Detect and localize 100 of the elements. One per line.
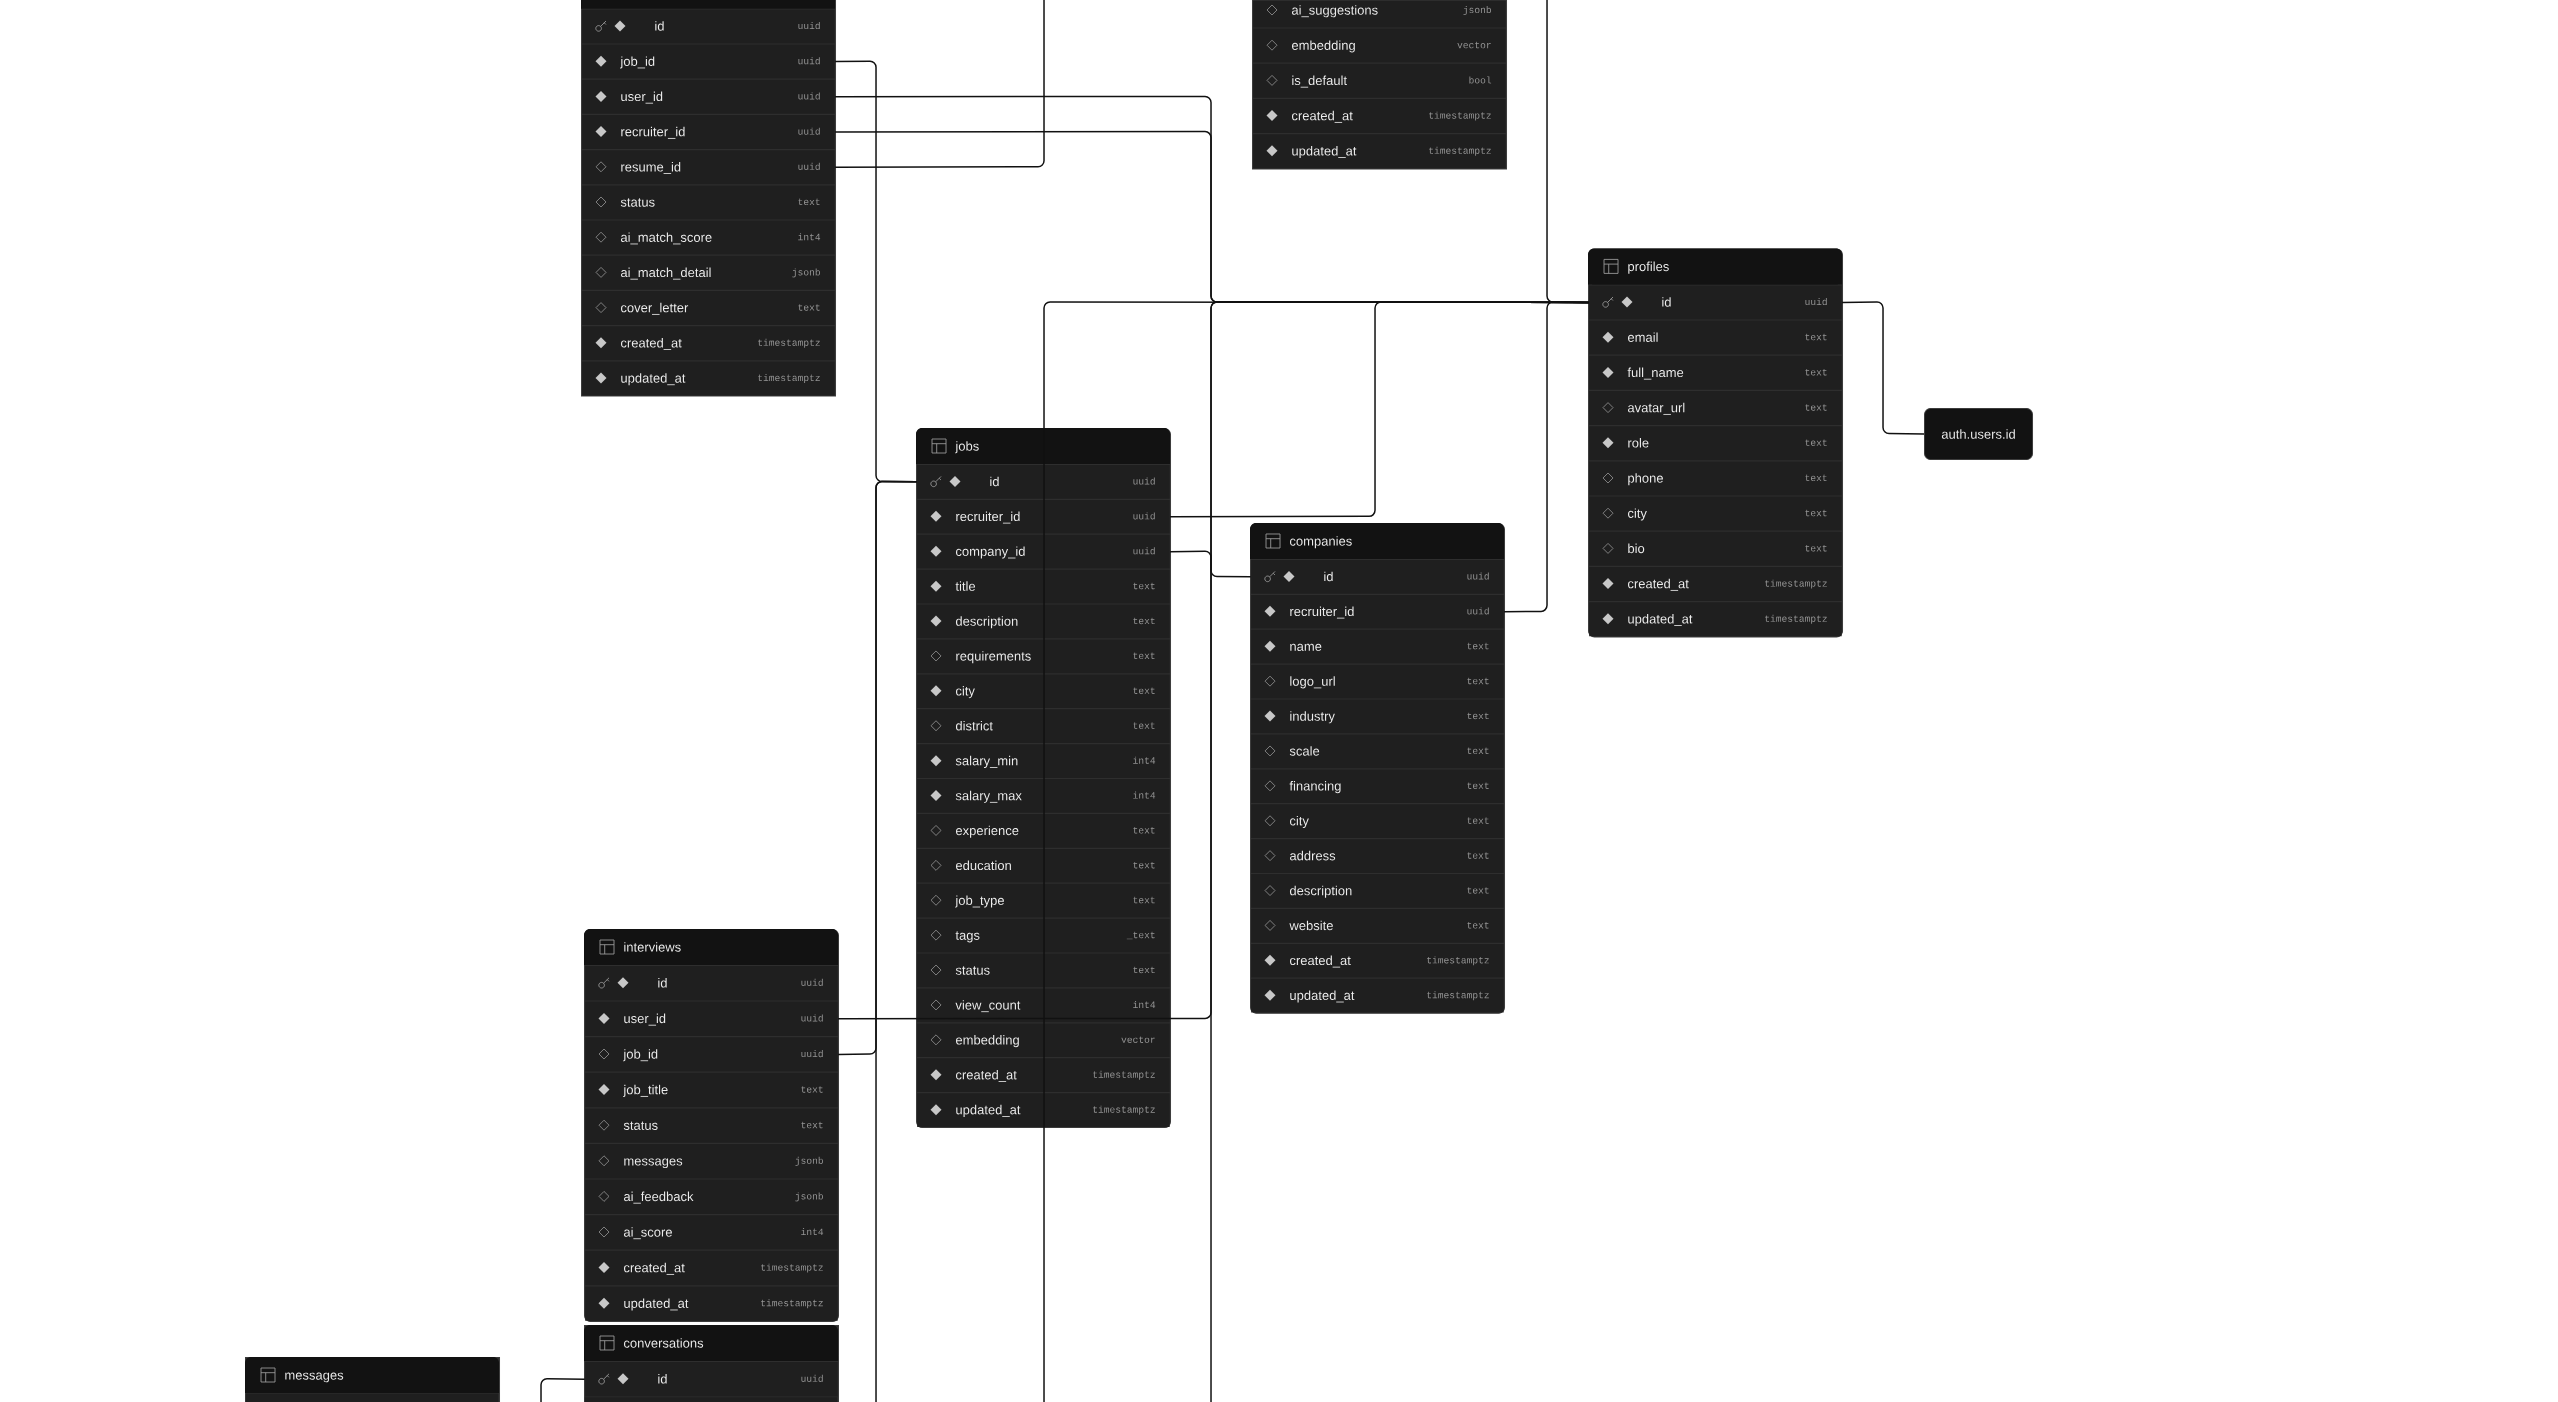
connector-line [540, 1378, 586, 1402]
column-type: text [1805, 545, 1827, 552]
column-name: website [1289, 920, 1333, 931]
column-type: uuid [798, 127, 820, 135]
column-name: company_id [956, 546, 1025, 559]
column-type: timestamptz [1429, 146, 1491, 156]
reference-box: auth.users.id [1924, 408, 2033, 460]
column-type: int4 [1133, 791, 1156, 799]
column-name: id [655, 21, 664, 31]
column-type: text [801, 1121, 823, 1129]
column-name: bio [1628, 543, 1645, 554]
column-type: timestamptz [1427, 956, 1489, 966]
column-type: vector [1457, 41, 1491, 49]
column-name: description [955, 616, 1018, 629]
column-type: timestamptz [1093, 1105, 1155, 1115]
column-type: jsonb [795, 1156, 823, 1166]
column-type: text [1805, 333, 1827, 341]
column-name: full_name [1627, 367, 1684, 380]
column-name: view_count [955, 1000, 1021, 1013]
column-type: uuid [801, 1374, 823, 1382]
column-type: timestamptz [1765, 614, 1827, 624]
column-name: financing [1289, 781, 1341, 794]
column-type: text [1133, 617, 1155, 625]
column-name: ai_score [624, 1227, 672, 1240]
column-name: updated_at [624, 1298, 689, 1311]
column-name: avatar_url [1628, 402, 1685, 415]
column-name: ai_feedback [624, 1191, 694, 1204]
column-type: text [1133, 722, 1155, 729]
column-name: created_at [956, 1069, 1017, 1082]
column-type: text [1467, 642, 1489, 650]
column-type: uuid [1133, 512, 1155, 520]
column-name: cover_letter [621, 302, 689, 315]
column-type: uuid [798, 92, 820, 100]
column-name: city [1290, 815, 1309, 829]
column-name: ai_match_detail [621, 267, 711, 280]
column-type: text [1133, 582, 1155, 590]
table-header: profiles [1588, 248, 1842, 285]
column-name: id [658, 978, 667, 988]
column-type: timestamptz [761, 1263, 823, 1273]
column-type: timestamptz [758, 374, 820, 383]
column-name: job_type [955, 895, 1004, 908]
column-name: updated_at [621, 373, 686, 386]
column-type: timestamptz [1093, 1070, 1155, 1080]
column-type: text [1805, 439, 1827, 446]
column-name: city [956, 686, 975, 699]
column-name: requirements [956, 651, 1031, 664]
column-type: text [1133, 861, 1155, 869]
column-name: embedding [1292, 40, 1355, 53]
column-type: uuid [1805, 298, 1827, 306]
column-name: id [990, 476, 999, 487]
column-type: text [1467, 747, 1489, 755]
column-type: text [798, 304, 820, 311]
column-type: uuid [801, 1014, 823, 1022]
column-type: uuid [1467, 607, 1489, 615]
column-type: uuid [798, 22, 820, 30]
column-type: uuid [798, 162, 820, 170]
column-type: text [1133, 652, 1155, 660]
column-name: status [620, 198, 655, 207]
column-type: timestamptz [1765, 579, 1827, 589]
column-type: text [1467, 677, 1489, 685]
column-type: timestamptz [1427, 991, 1489, 1001]
column-name: recruiter_id [1290, 606, 1354, 619]
column-name: tags [955, 931, 980, 943]
column-type: text [1133, 827, 1155, 834]
column-name: status [623, 1121, 658, 1130]
column-name: id [658, 1374, 667, 1384]
column-type: timestamptz [761, 1299, 823, 1309]
column-type: int4 [801, 1228, 824, 1236]
column-name: resume_id [621, 162, 681, 174]
column-type: int4 [1133, 1001, 1156, 1008]
column-name: experience [956, 825, 1019, 838]
column-type: vector [1121, 1036, 1155, 1043]
column-type: uuid [1133, 547, 1155, 555]
column-name: education [956, 860, 1011, 871]
column-type: text [1467, 782, 1489, 789]
column-type: timestamptz [758, 338, 820, 348]
column-name: name [1290, 643, 1322, 651]
column-type: text [1805, 369, 1827, 376]
column-name: email [1628, 332, 1658, 342]
table-header: companies [1250, 523, 1504, 559]
column-name: job_id [623, 1049, 658, 1062]
connector-line [875, 480, 918, 1402]
column-type: text [801, 1086, 823, 1093]
column-name: salary_max [955, 790, 1022, 803]
connector-line [834, 0, 1045, 168]
column-name: status [955, 966, 990, 975]
column-type: text [1805, 509, 1827, 517]
column-type: uuid [801, 1050, 823, 1058]
column-name: created_at [624, 1262, 685, 1275]
column-name: created_at [621, 338, 682, 350]
column-name: role [1628, 438, 1649, 448]
column-name: embedding [956, 1035, 1019, 1048]
column-name: id [1662, 297, 1671, 307]
column-name: user_id [624, 1013, 666, 1026]
column-type: uuid [801, 978, 823, 986]
column-type: jsonb [795, 1192, 823, 1202]
column-name: ai_suggestions [1292, 5, 1378, 18]
table-header: messages [245, 1357, 499, 1393]
column-name: scale [1289, 746, 1320, 756]
column-type: text [1467, 712, 1489, 720]
